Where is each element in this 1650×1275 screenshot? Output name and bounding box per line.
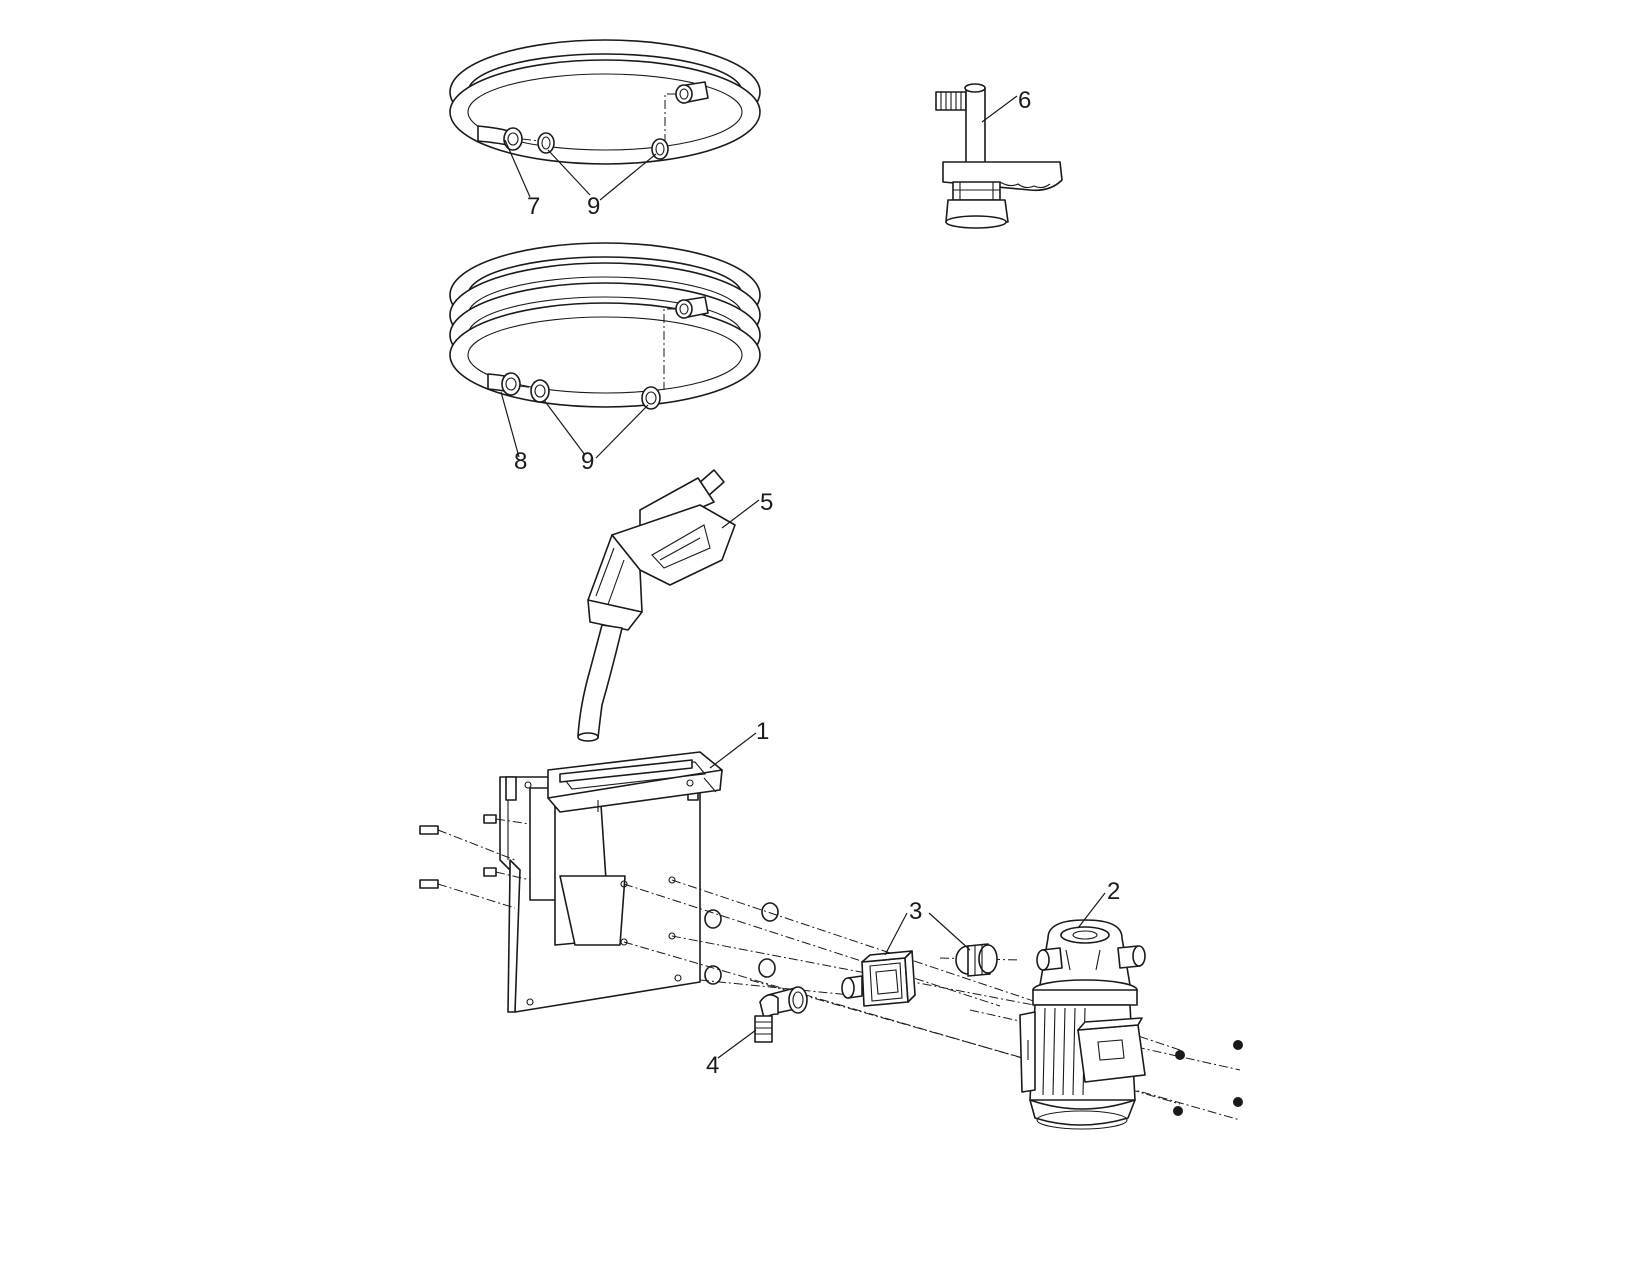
mounting-bracket-icon bbox=[499, 751, 723, 1013]
nut-icon bbox=[1173, 1040, 1243, 1116]
callout-2: 2 bbox=[1107, 878, 1120, 905]
bolt-icon bbox=[419, 814, 497, 889]
hose-clamp-icon bbox=[537, 132, 669, 160]
callout-1: 1 bbox=[756, 718, 769, 745]
callout-3: 3 bbox=[909, 898, 922, 925]
long-hose-coil-icon bbox=[449, 242, 761, 408]
callout-9-lower: 9 bbox=[581, 448, 594, 475]
flow-meter-and-fitting-icon bbox=[841, 943, 998, 1007]
electric-pump-motor-icon bbox=[1019, 919, 1146, 1130]
short-hose-coil-icon bbox=[449, 39, 761, 165]
elbow-hose-barb-icon bbox=[754, 986, 808, 1043]
callout-5: 5 bbox=[760, 489, 773, 516]
callout-8: 8 bbox=[514, 448, 527, 475]
callout-4: 4 bbox=[706, 1052, 719, 1079]
callout-6: 6 bbox=[1018, 87, 1031, 114]
hose-clamp-icon bbox=[530, 379, 661, 410]
washer-icon bbox=[704, 902, 779, 985]
suction-foot-valve-icon bbox=[935, 83, 1063, 229]
callout-9-upper: 9 bbox=[587, 193, 600, 220]
callout-7: 7 bbox=[527, 193, 540, 220]
leader-lines bbox=[500, 95, 1106, 1059]
fuel-nozzle-icon bbox=[577, 469, 736, 742]
